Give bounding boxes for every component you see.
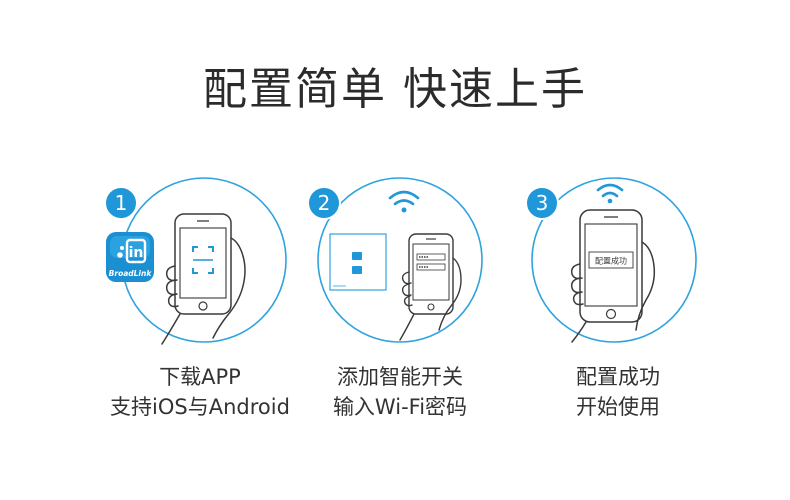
phone-scan-icon [174,213,232,315]
hand-icon [399,257,462,341]
screen-success-text: 配置成功 [595,256,627,266]
hand-icon [570,241,656,343]
step-caption: 添加智能开关 输入Wi-Fi密码 [280,362,520,422]
step-number: 3 [536,191,549,215]
svg-text:in: in [129,245,144,261]
phone-icon: 配置成功 [579,209,643,323]
step-3: 配置成功 3 配置成功 开始使用 [518,168,718,438]
wifi-icon [388,190,420,213]
step-caption-line2: 输入Wi-Fi密码 [332,395,468,419]
step-circle [531,177,697,343]
smart-switch-icon [329,233,387,291]
step-caption-line2: 开始使用 [576,395,660,419]
hand-icon [161,237,246,345]
step-1: in BroadLink [100,168,300,438]
step-circle [317,177,483,343]
app-icon-label: BroadLink [109,269,153,278]
step-number-badge: 1 [104,186,138,220]
step-2: 2 添加智能开关 输入Wi-Fi密码 [300,168,500,438]
step-number: 1 [115,191,128,215]
step-number-badge: 2 [307,186,341,220]
broadlink-app-icon: in BroadLink [106,232,154,282]
step-2-illustration: 2 [307,177,483,343]
step-number: 2 [318,191,331,215]
step-caption-line2: 支持iOS与Android [110,395,290,419]
step-caption: 配置成功 开始使用 [498,362,738,422]
step-caption: 下载APP 支持iOS与Android [80,362,320,422]
step-3-illustration: 配置成功 3 [525,177,697,343]
step-1-illustration: in BroadLink [104,177,287,345]
step-caption-line1: 下载APP [159,365,241,389]
page-title: 配置简单 快速上手 [203,64,587,115]
step-caption-line1: 配置成功 [576,365,660,389]
step-caption-line1: 添加智能开关 [337,365,463,389]
wifi-icon [596,183,624,204]
phone-icon [408,233,454,315]
step-number-badge: 3 [525,186,559,220]
